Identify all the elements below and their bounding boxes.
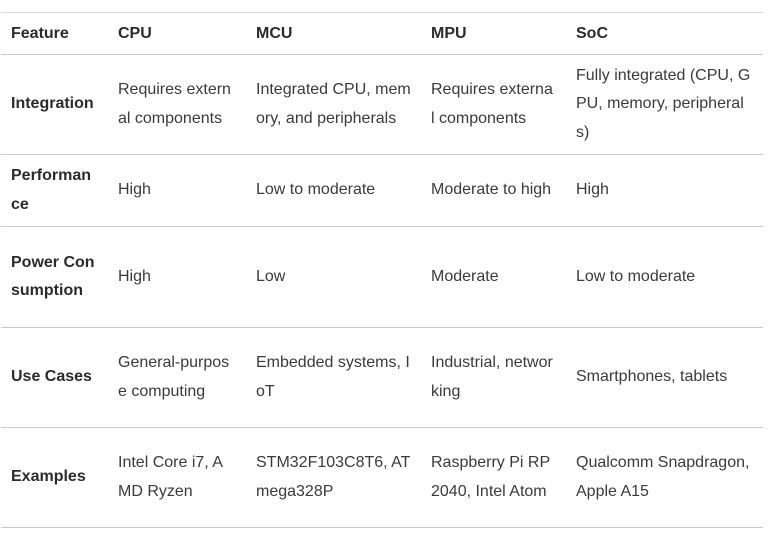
row-label-integration: Integration	[11, 95, 94, 113]
table-cell: Integrated CPU, memory, and peripherals	[256, 81, 411, 127]
table-cell: Moderate	[431, 267, 499, 285]
table-cell: Embedded systems, IoT	[256, 354, 410, 400]
table-cell: Low	[256, 267, 286, 285]
table-row: Integration Requires external components…	[1, 55, 763, 155]
header-mcu: MCU	[256, 24, 293, 42]
header-feature: Feature	[11, 24, 69, 42]
table-cell: Smartphones, tablets	[576, 368, 728, 386]
table-cell: Industrial, networking	[431, 354, 553, 400]
table-cell: STM32F103C8T6, ATmega328P	[256, 454, 411, 500]
row-label-use-cases: Use Cases	[11, 368, 92, 386]
table-cell: General-purpose computing	[118, 354, 230, 400]
row-label-examples: Examples	[11, 468, 86, 486]
table-cell: Requires external components	[431, 81, 553, 127]
table-header-row: Feature CPU MCU MPU SoC	[1, 12, 763, 55]
table-cell: Fully integrated (CPU, GPU, memory, peri…	[576, 66, 751, 141]
table-row: Examples Intel Core i7, AMD Ryzen STM32F…	[1, 428, 763, 528]
table-cell: High	[576, 181, 609, 199]
table-cell: Raspberry Pi RP2040, Intel Atom	[431, 454, 551, 500]
table-cell: Moderate to high	[431, 181, 552, 199]
table-cell: Requires external components	[118, 81, 231, 127]
table-row: Power Consumption High Low Moderate Low …	[1, 227, 763, 328]
table-cell: Low to moderate	[576, 267, 696, 285]
table-cell: High	[118, 181, 151, 199]
table-row: Performance High Low to moderate Moderat…	[1, 155, 763, 227]
header-mpu: MPU	[431, 24, 467, 42]
comparison-table: Feature CPU MCU MPU SoC Integration Requ…	[1, 12, 763, 528]
table-cell: Intel Core i7, AMD Ryzen	[118, 454, 223, 500]
table-cell: Low to moderate	[256, 181, 376, 199]
table-row: Use Cases General-purpose computing Embe…	[1, 328, 763, 428]
table-cell: High	[118, 267, 151, 285]
row-label-performance: Performance	[11, 167, 92, 213]
header-cpu: CPU	[118, 24, 152, 42]
header-soc: SoC	[576, 24, 608, 42]
row-label-power-consumption: Power Consumption	[11, 253, 95, 300]
table-cell: Qualcomm Snapdragon, Apple A15	[576, 454, 750, 500]
